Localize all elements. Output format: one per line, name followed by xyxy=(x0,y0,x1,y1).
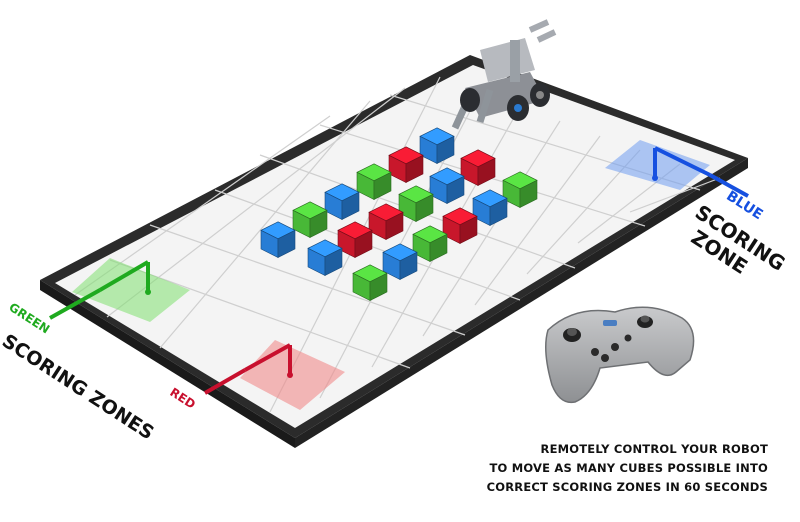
blue-cube xyxy=(429,167,465,204)
red-scoring-zone xyxy=(204,340,345,410)
green-cube xyxy=(356,163,392,200)
green-scoring-zone xyxy=(49,258,190,322)
blue-scoring-zone xyxy=(605,140,749,198)
red-cube xyxy=(388,146,424,183)
caption: REMOTELY CONTROL YOUR ROBOT TO MOVE AS M… xyxy=(487,440,768,497)
game-controller-icon xyxy=(545,306,695,404)
blue-cube xyxy=(472,189,508,226)
blue-cube xyxy=(307,239,343,276)
cube-array xyxy=(260,127,538,301)
red-cube xyxy=(368,203,404,240)
blue-cube xyxy=(419,127,455,164)
blue-cube xyxy=(382,243,418,280)
blue-cube xyxy=(324,183,360,220)
green-cube xyxy=(352,264,388,301)
red-cube xyxy=(460,149,496,186)
caption-line-2: TO MOVE AS MANY CUBES POSSIBLE INTO xyxy=(489,461,768,475)
green-cube xyxy=(292,201,328,238)
caption-line-3: CORRECT SCORING ZONES IN 60 SECONDS xyxy=(486,480,768,494)
blue-cube xyxy=(260,221,296,258)
caption-line-1: REMOTELY CONTROL YOUR ROBOT xyxy=(540,442,768,456)
robot-icon xyxy=(451,19,557,130)
